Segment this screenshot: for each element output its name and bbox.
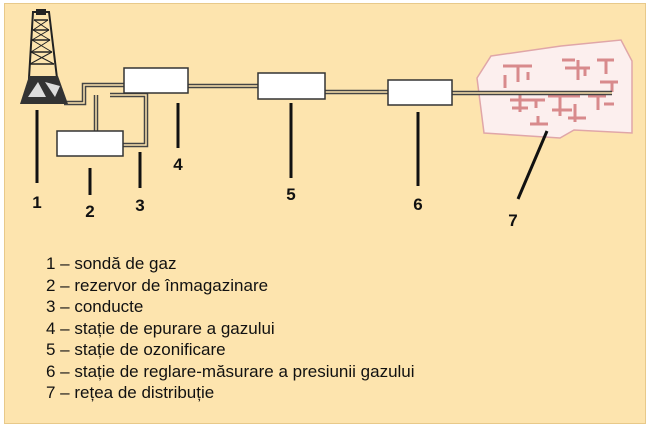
label-2: 2 <box>85 202 94 221</box>
label-7: 7 <box>508 211 517 230</box>
label-6: 6 <box>413 195 422 214</box>
pressure-regulation-station-box <box>387 79 453 106</box>
label-1: 1 <box>32 193 41 212</box>
legend-item: 6 – stație de reglare-măsurare a presiun… <box>46 361 415 381</box>
legend-list: 1 – sondă de gaz 2 – rezervor de înmagaz… <box>46 253 415 404</box>
gas-well-derrick-icon <box>20 9 68 104</box>
legend-item: 1 – sondă de gaz <box>46 254 177 273</box>
legend-item: 3 – conducte <box>46 297 144 316</box>
label-4: 4 <box>173 155 183 174</box>
pipeline <box>64 82 612 148</box>
purification-station-box <box>123 67 189 94</box>
storage-reservoir-box <box>56 130 124 157</box>
leader-lines <box>35 103 549 200</box>
ozonation-station-box <box>257 72 326 100</box>
label-5: 5 <box>286 185 295 204</box>
legend-item: 7 – rețea de distribuție <box>46 383 215 402</box>
distribution-network <box>476 39 633 139</box>
label-3: 3 <box>135 196 144 215</box>
legend-item: 5 – stație de ozonificare <box>46 340 226 359</box>
legend-item: 2 – rezervor de înmagazinare <box>46 275 269 295</box>
legend-item: 4 – stație de epurare a gazului <box>46 318 275 338</box>
